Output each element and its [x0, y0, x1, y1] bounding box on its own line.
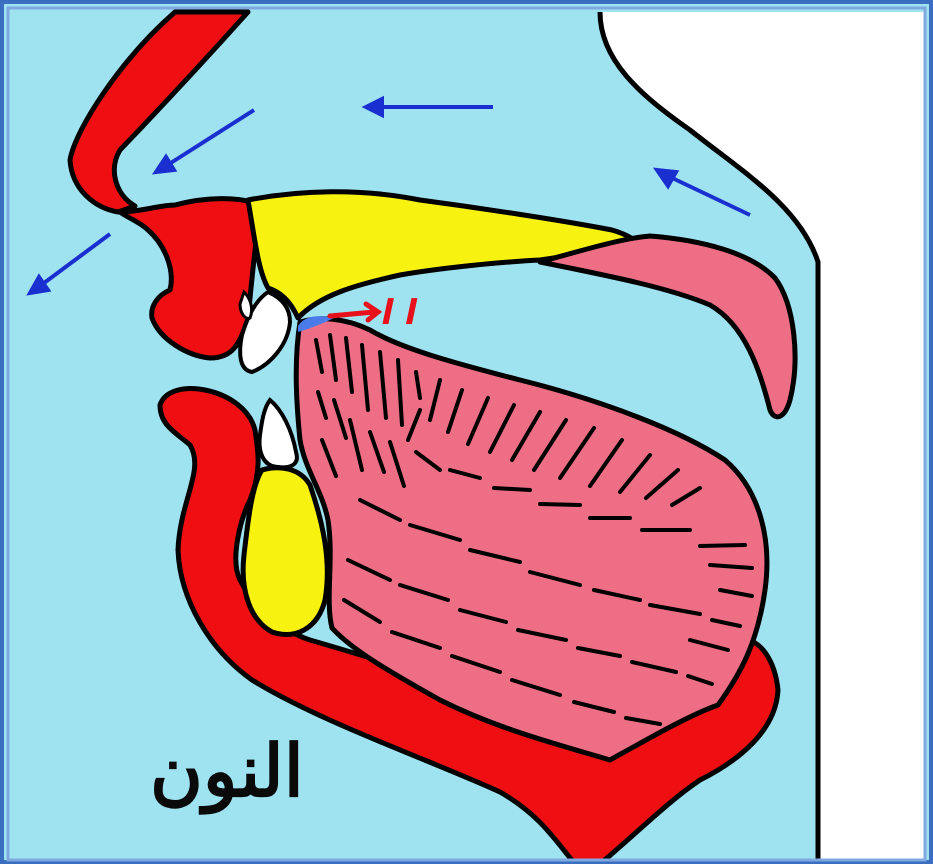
articulation-letter-mark: ا ا — [378, 296, 420, 330]
letter-label: النون — [150, 735, 304, 807]
mandible — [243, 468, 327, 635]
